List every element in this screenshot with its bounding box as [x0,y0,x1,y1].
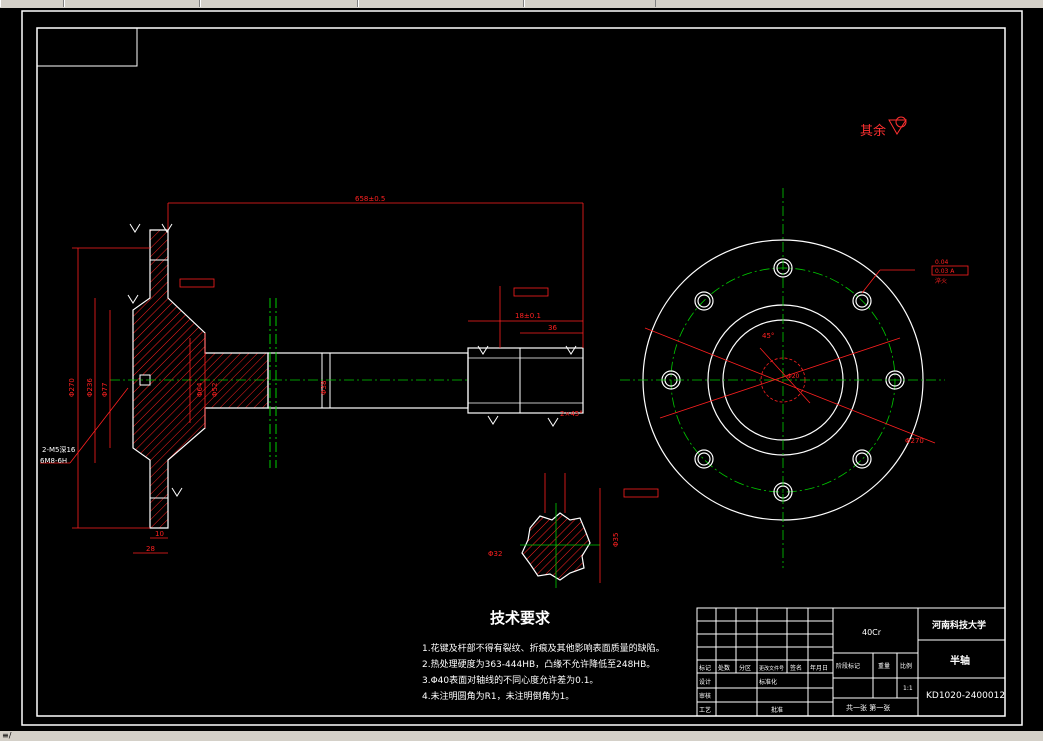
tech-requirements: 技术要求 1.花键及杆部不得有裂纹、折痕及其他影响表面质量的缺陷。 2.热处理硬… [422,609,665,702]
window-tab-5[interactable] [524,0,656,7]
window-tab-1[interactable] [0,0,64,7]
role-label-process: 工艺 [699,706,711,714]
col-label-scale: 比例 [900,662,912,670]
part-name: 半轴 [950,654,970,667]
window-tab-bar [0,0,1043,8]
roughness-symbol-icon [888,119,907,135]
dim-dia-flange-inner: Φ64 [196,382,204,397]
dim-width-28: 28 [146,545,155,553]
col-label-weight: 重量 [878,662,890,670]
window-tab-2[interactable] [64,0,200,7]
circular-dim: Φ270 [905,437,924,445]
runout-tolerance: 0.03 A [935,268,955,275]
shaft-dimension-labels: 658±0.5 Φ270 Φ236 Φ77 Φ64 Φ52 Φ38 18±0.1… [40,195,583,553]
role-label-approve: 批准 [771,706,783,714]
cad-drawing: 其余 [21,10,1023,726]
shaft-dimensions [40,202,659,554]
tech-requirements-title: 技术要求 [490,609,551,627]
row-label-zone: 分区 [739,664,751,672]
flatness-tolerance: 0.04 [935,259,949,266]
hardness-note: 淬火 [935,277,947,285]
roughness-note-text: 其余 [860,123,886,139]
row-label-signature: 签名 [790,664,802,672]
hole-note-1: 2-M5深16 [42,445,76,454]
surface-finish-marks [127,223,577,497]
role-label-review: 审核 [699,692,711,700]
dim-spline-len: 18±0.1 [515,312,541,320]
row-label-count: 处数 [718,664,730,672]
row-label-change-doc: 更改文件号 [759,665,784,672]
window-tab-4[interactable] [358,0,524,7]
angle-note: 45° [762,332,774,340]
outer-border [21,10,1023,726]
material: 40Cr [862,628,882,637]
dim-dia-hub: Φ77 [101,383,109,397]
window-tab-3[interactable] [200,0,358,7]
col-label-stage: 阶段标记 [836,662,860,670]
dim-chamfer: 2×45° [560,410,583,418]
shaft-section-view [110,229,584,529]
dim-spline-seg: 36 [548,324,557,332]
tech-requirement-4: 4.未注明圆角为R1，未注明倒角为1。 [422,690,574,702]
dim-dia-bolt-circle: Φ236 [86,378,94,397]
spline-section: Φ32 Φ35 [488,473,620,588]
dim-width-10: 10 [155,530,164,538]
sheet-note: 共一张 第一张 [846,703,890,712]
tech-requirement-3: 3.Φ40表面对轴线的不同心度允许差为0.1。 [422,674,598,686]
title-block-text: 40Cr 河南科技大学 半轴 KD1020-2400012 1:1 共一张 第一… [699,619,1005,714]
small-dia: Φ20 [787,373,800,380]
row-label-date: 年月日 [810,664,828,672]
tech-requirement-2: 2.热处理硬度为363-444HB，凸缘不允许降低至248HB。 [422,658,655,670]
flange-front-view: 0.03 A 0.04 淬火 Φ270 45° Φ20 [620,188,969,568]
dim-dia-boss: Φ52 [211,383,219,397]
tech-requirement-1: 1.花键及杆部不得有裂纹、折痕及其他影响表面质量的缺陷。 [422,642,665,654]
drawing-number: KD1020-2400012 [926,691,1005,701]
title-block [696,607,1006,717]
dim-length-main: 658±0.5 [355,195,385,203]
row-label-mark: 标记 [699,664,711,672]
roughness-note: 其余 [860,116,907,139]
status-bar: ≡/ [0,731,1043,741]
scale: 1:1 [903,685,913,692]
dim-dia-shaft: Φ38 [320,381,328,395]
dim-dia-flange: Φ270 [68,378,76,397]
code-box [36,27,138,67]
role-label-design: 设计 [699,678,711,686]
inner-border [36,27,1006,717]
section-dim-1: Φ32 [488,550,502,558]
school-name: 河南科技大学 [932,619,986,631]
hole-note-2: 6M8-6H [40,457,67,465]
section-dim-2: Φ35 [612,533,620,547]
role-label-standard: 标准化 [759,678,777,686]
